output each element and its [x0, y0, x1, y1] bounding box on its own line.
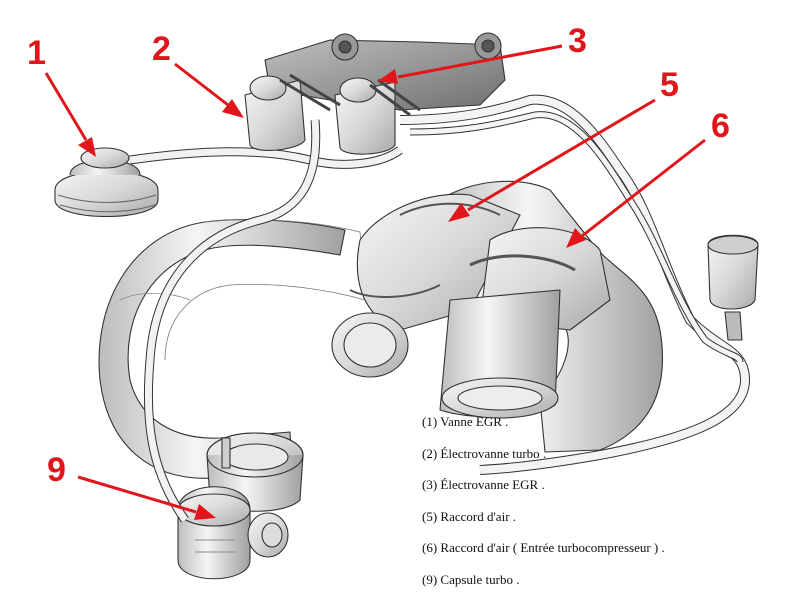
callout-2: 2: [152, 30, 244, 118]
callout-number-1: 1: [27, 34, 46, 72]
legend: (1) Vanne EGR . (2) Électrovanne turbo .…: [422, 413, 665, 602]
legend-item: (5) Raccord d'air .: [422, 508, 517, 524]
callout-9: 9: [47, 451, 216, 520]
vacuum-hoses: [129, 94, 750, 523]
callout-6: 6: [566, 107, 730, 248]
engine-illustration: [54, 32, 759, 580]
callout-3: 3: [378, 22, 587, 84]
pipe-coupling: [206, 432, 304, 512]
legend-item: (6) Raccord d'air ( Entrée turbocompress…: [422, 540, 665, 555]
right-connector: [707, 234, 759, 341]
callout-number-6: 6: [711, 107, 730, 145]
solenoid-bracket: [244, 32, 506, 155]
turbo-assembly: [331, 180, 664, 453]
legend-item: (9) Capsule turbo .: [422, 571, 520, 587]
callout-number-5: 5: [660, 66, 679, 104]
callout-1: 1: [27, 34, 96, 157]
callout-number-2: 2: [152, 30, 171, 68]
callout-5: 5: [448, 66, 679, 222]
callout-number-3: 3: [568, 22, 587, 60]
capsule-turbo: [177, 486, 289, 580]
callout-arrows: 1 2 3 5 6 9: [27, 22, 730, 520]
legend-item: (2) Électrovanne turbo .: [422, 445, 547, 461]
callout-number-9: 9: [47, 451, 66, 489]
legend-item: (1) Vanne EGR .: [422, 414, 509, 429]
legend-item: (3) Électrovanne EGR .: [422, 477, 545, 492]
